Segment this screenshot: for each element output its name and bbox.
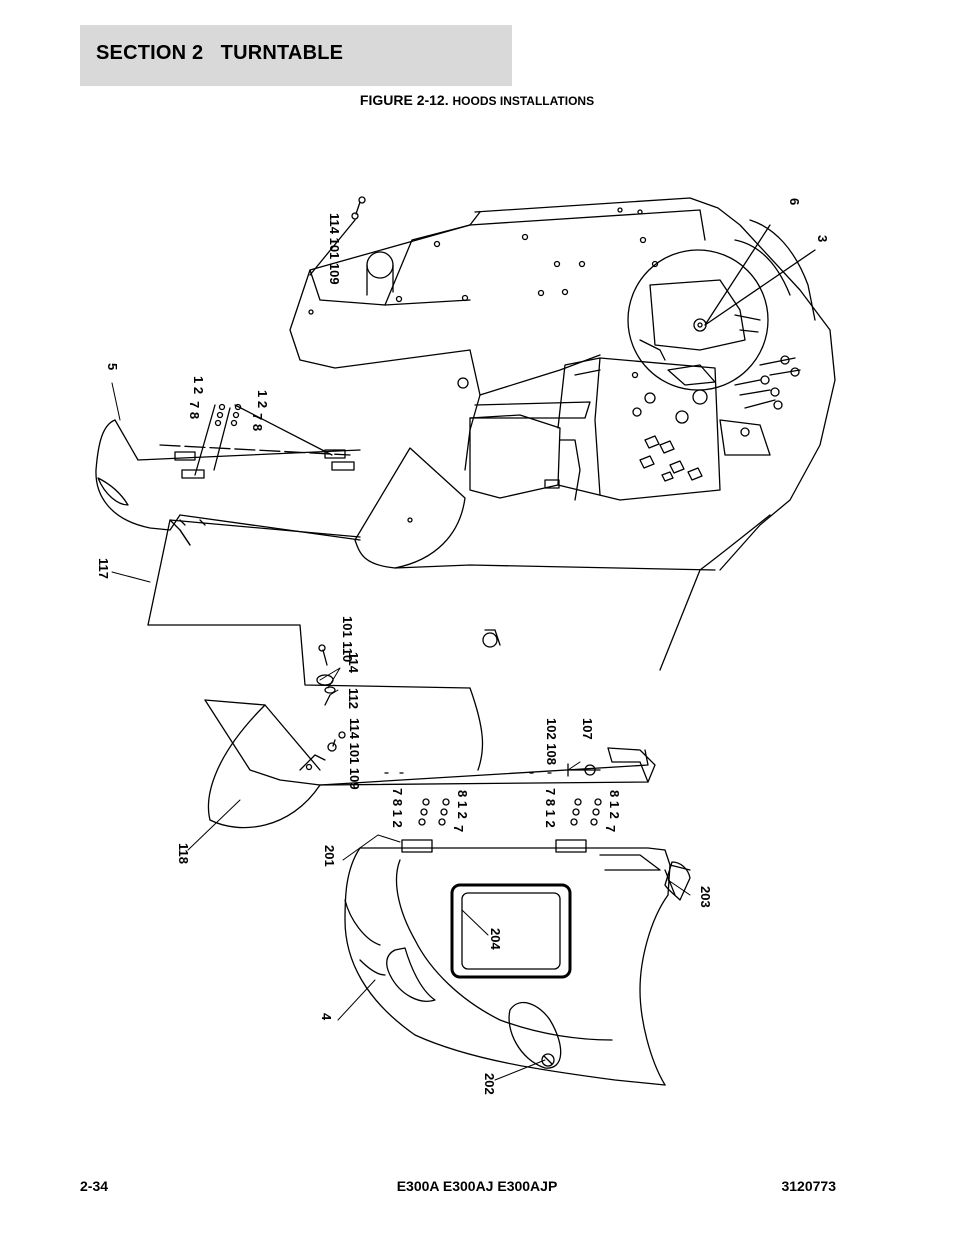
callout-204: 204 — [488, 928, 503, 950]
page-number: 2-34 — [80, 1178, 109, 1194]
callout-7-d: 7 — [451, 825, 466, 832]
section-header: SECTION 2 TURNTABLE — [80, 25, 512, 86]
figure-caption: FIGURE 2-12. HOODS INSTALLATIONS — [0, 92, 954, 108]
hydraulic-fittings — [719, 355, 801, 456]
hood-118 — [204, 699, 656, 829]
callout-3: 3 — [815, 235, 830, 242]
base-outline — [659, 514, 771, 671]
callout-201: 201 — [322, 845, 337, 867]
callout-102-108: 102 108 — [544, 718, 559, 765]
callout-101-110: 101 110 — [340, 616, 355, 662]
callout-labels: 114 101 109 6 3 5 1 2 7 8 1 2 7 8 117 10… — [96, 198, 830, 1095]
callout-112: 112 — [346, 688, 361, 709]
figure-number: FIGURE 2-12. — [359, 92, 449, 108]
callout-7-8-1-2-c: 7 8 1 2 — [390, 788, 405, 828]
hood-117 — [147, 447, 716, 771]
callout-202: 202 — [482, 1073, 497, 1095]
control-box — [469, 357, 721, 501]
callout-1-2-a: 1 2 — [191, 376, 206, 394]
callout-114-101-109-top: 114 101 109 — [327, 213, 342, 285]
callout-5: 5 — [105, 363, 120, 370]
callout-7-8-1-2-e: 7 8 1 2 — [543, 788, 558, 828]
callout-8-1-2-d: 8 1 2 — [455, 790, 470, 819]
model-numbers: E300A E300AJ E300AJP — [396, 1178, 558, 1194]
hardware — [214, 196, 602, 1067]
callout-8-1-2-f: 8 1 2 — [607, 790, 622, 819]
callout-7-8-b: 7 8 — [250, 413, 265, 431]
callout-1-2-b: 1 2 — [255, 390, 270, 408]
callout-118: 118 — [176, 843, 191, 864]
callout-117: 117 — [96, 558, 111, 579]
leader-lines — [111, 382, 691, 1081]
turntable-frame — [289, 197, 836, 571]
callout-4: 4 — [319, 1013, 334, 1021]
callout-114-mid: 114 — [346, 652, 361, 674]
figure-title: HOODS INSTALLATIONS — [452, 94, 595, 108]
hood-5 — [95, 404, 361, 541]
callout-7-f: 7 — [603, 825, 618, 832]
document-number: 3120773 — [781, 1178, 836, 1194]
callout-7-8-a: 7 8 — [187, 401, 202, 419]
hood-4 — [344, 839, 691, 1086]
callout-203: 203 — [698, 886, 713, 908]
callout-107: 107 — [580, 718, 595, 740]
callout-114-101-109-mid: 114 101 109 — [347, 718, 362, 790]
detail-magnifier — [627, 224, 816, 391]
section-title: SECTION 2 TURNTABLE — [96, 42, 344, 64]
callout-6: 6 — [787, 198, 802, 205]
